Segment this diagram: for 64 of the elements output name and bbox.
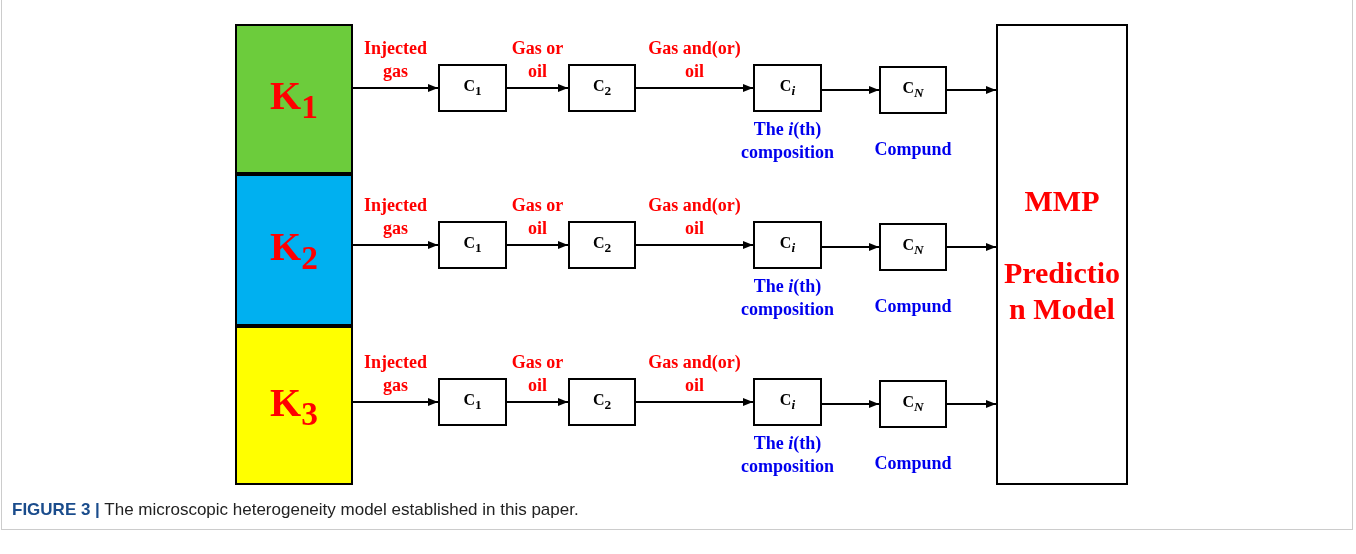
arrow: [946, 400, 997, 408]
node-label: C$_{1}$: [463, 233, 482, 257]
component-box: [753, 221, 822, 269]
component-box: [438, 64, 507, 112]
node-label: MMP: [1024, 182, 1100, 219]
component-box: [753, 378, 822, 426]
component-box: [438, 378, 507, 426]
node-label: C$_{i}$: [779, 233, 796, 257]
node-caption: The i(th) composition: [740, 118, 835, 165]
component-box: [753, 64, 822, 112]
node-caption: The i(th) composition: [740, 432, 835, 479]
edge-label: Gas and(or) oil: [647, 194, 742, 239]
node-label: K$_{2}$: [270, 223, 318, 277]
layer-block: [235, 326, 353, 485]
component-box: [568, 64, 636, 112]
component-box: [879, 380, 947, 428]
arrow: [635, 241, 754, 249]
arrow: [352, 241, 439, 249]
node-label: C$_{2}$: [592, 76, 612, 100]
node-label: Prediction Model: [1002, 254, 1122, 327]
node-caption: Compund: [873, 138, 953, 161]
node-label: C$_{N}$: [902, 392, 924, 416]
node-label: K$_{1}$: [270, 72, 318, 126]
arrow: [946, 243, 997, 251]
layer-block: [235, 174, 353, 326]
component-box: [438, 221, 507, 269]
node-label: C$_{i}$: [779, 76, 796, 100]
edge-label: Gas and(or) oil: [647, 351, 742, 396]
arrow: [821, 86, 880, 94]
component-box: [879, 66, 947, 114]
edge-label: Gas or oil: [510, 351, 565, 396]
arrow: [506, 84, 569, 92]
edge-label: Injected gas: [363, 351, 428, 396]
node-label: C$_{i}$: [779, 390, 796, 414]
node-label: C$_{1}$: [463, 390, 482, 414]
component-box: [568, 221, 636, 269]
component-box: [879, 223, 947, 271]
layer-block: [235, 24, 353, 174]
edge-label: Gas or oil: [510, 37, 565, 82]
arrow: [506, 241, 569, 249]
arrow: [821, 400, 880, 408]
node-caption: The i(th) composition: [740, 275, 835, 322]
edge-label: Injected gas: [363, 37, 428, 82]
node-label: C$_{N}$: [902, 235, 924, 259]
figure-caption: FIGURE 3 | The microscopic heterogeneity model established in this paper.: [12, 500, 579, 520]
arrow: [946, 86, 997, 94]
arrow: [506, 398, 569, 406]
model-box: [996, 24, 1128, 485]
node-label: C$_{2}$: [592, 233, 612, 257]
node-label: K$_{3}$: [270, 378, 318, 433]
edge-label: Gas and(or) oil: [647, 37, 742, 82]
arrow: [635, 398, 754, 406]
arrow: [635, 84, 754, 92]
arrow: [352, 84, 439, 92]
edge-label: Injected gas: [363, 194, 428, 239]
node-caption: Compund: [873, 295, 953, 318]
component-box: [568, 378, 636, 426]
arrow: [821, 243, 880, 251]
edge-label: Gas or oil: [510, 194, 565, 239]
node-caption: Compund: [873, 452, 953, 475]
node-label: C$_{1}$: [463, 76, 482, 100]
arrow: [352, 398, 439, 406]
node-label: C$_{N}$: [902, 78, 924, 102]
node-label: C$_{2}$: [592, 390, 612, 414]
